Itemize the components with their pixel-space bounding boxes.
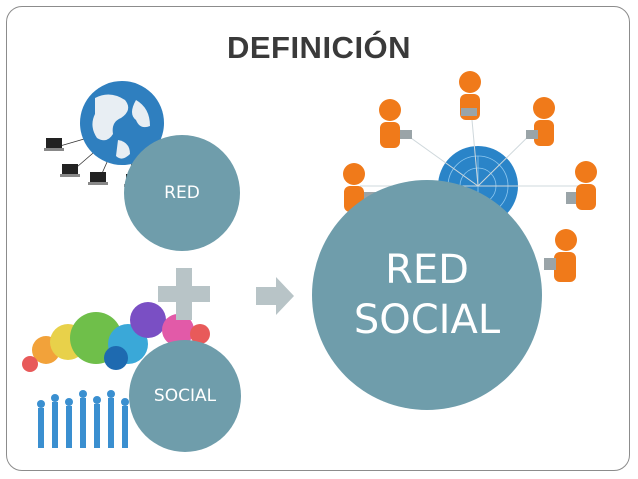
red-social-circle: RED SOCIAL — [312, 180, 542, 410]
social-circle: SOCIAL — [129, 340, 241, 452]
speech-bubbles-people-icon — [22, 302, 210, 448]
globe-network-icon — [44, 81, 164, 187]
result-label-line2: SOCIAL — [353, 297, 501, 343]
result-label-line1: RED — [385, 247, 469, 293]
slide-title: DEFINICIÓN — [226, 30, 412, 65]
red-circle: RED — [124, 135, 240, 251]
plus-icon — [158, 268, 210, 320]
social-label: SOCIAL — [153, 386, 217, 406]
red-label: RED — [164, 183, 200, 203]
arrow-right-icon — [256, 277, 294, 315]
